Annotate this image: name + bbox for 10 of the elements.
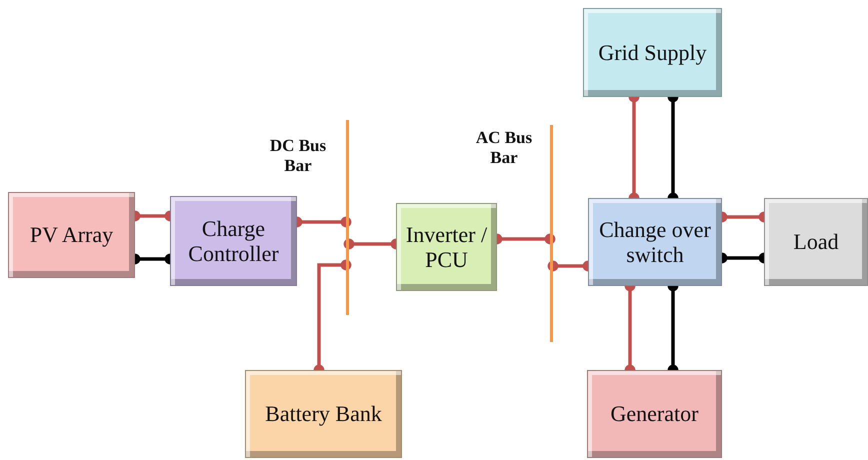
- block-box: Change over switch: [588, 198, 722, 286]
- block-box: Inverter / PCU: [396, 203, 497, 291]
- block-box: Generator: [587, 370, 722, 458]
- block-box: Load: [764, 198, 868, 286]
- bus-bar-label: AC Bus Bar: [474, 128, 534, 169]
- block-box: Grid Supply: [583, 8, 722, 97]
- block-box: Charge Controller: [170, 196, 297, 286]
- block-box: Battery Bank: [245, 370, 402, 458]
- block-box: PV Array: [8, 192, 135, 278]
- bus-bar-label: DC Bus Bar: [268, 136, 328, 177]
